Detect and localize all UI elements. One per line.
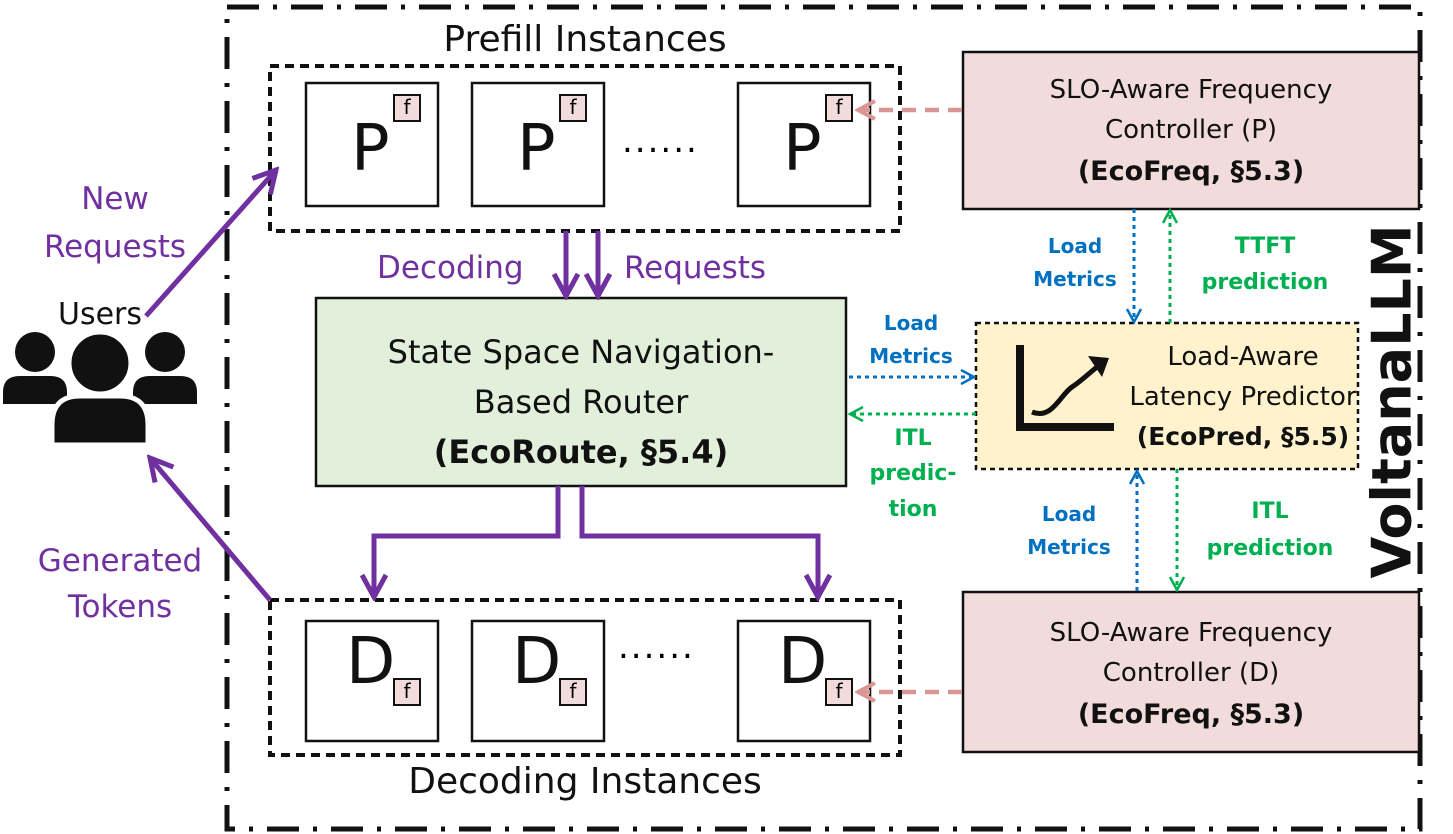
load-metrics-bottom-label: Metrics xyxy=(1027,535,1111,559)
ttft-prediction-label: TTFT xyxy=(1234,234,1296,259)
freq-tag-box xyxy=(393,678,421,706)
freq-controller-d-box xyxy=(961,590,1421,754)
predictor-box xyxy=(974,321,1360,471)
itl-router-label: predic- xyxy=(869,461,957,486)
decoding-instance-label: D xyxy=(346,625,396,699)
freq-tag: f xyxy=(403,95,411,119)
system-name-text: VoltanaLLM xyxy=(1360,224,1424,579)
router-ref: (EcoRoute, §5.4) xyxy=(433,433,729,471)
freq-tag: f xyxy=(569,679,577,703)
prefill-instance-label: P xyxy=(351,112,390,186)
prefill-ellipsis: ...... xyxy=(622,121,699,161)
freq-tag-box xyxy=(393,94,421,122)
rising-curve-chart-icon xyxy=(1016,345,1114,431)
decoding-requests-label: Decoding xyxy=(377,250,524,286)
predictor-ref: (EcoPred, §5.5) xyxy=(1136,422,1350,451)
itl-router-label: tion xyxy=(888,497,938,522)
itl-bottom-label: ITL xyxy=(1251,499,1289,524)
decoding-ellipsis: ...... xyxy=(618,627,695,667)
itl-router-label: ITL xyxy=(894,426,932,451)
freq-tag-box xyxy=(559,678,587,706)
system-boundary xyxy=(224,4,1423,832)
decoding-requests-label: Requests xyxy=(624,250,767,286)
load-metrics-router-label: Metrics xyxy=(869,344,953,368)
decoding-instance-label: D xyxy=(512,625,562,699)
itl-bottom-label: prediction xyxy=(1206,536,1334,561)
users-label: Users xyxy=(57,297,142,332)
users-group-icon xyxy=(3,329,197,448)
prefill-instance-label: P xyxy=(783,112,822,186)
freq-controller-d-ref: (EcoFreq, §5.3) xyxy=(1077,699,1305,730)
prefill-instances-title: Prefill Instances xyxy=(443,19,727,60)
freq-controller-p-ref: (EcoFreq, §5.3) xyxy=(1077,156,1305,187)
router-title-line2: Based Router xyxy=(473,383,689,421)
freq-tag: f xyxy=(569,95,577,119)
freq-controller-p-line1: SLO-Aware Frequency xyxy=(1049,75,1333,105)
router-title-line1: State Space Navigation- xyxy=(387,333,775,371)
new-requests-label: New xyxy=(81,181,149,217)
ttft-prediction-label: prediction xyxy=(1201,270,1329,295)
route-to-decoding-arrow xyxy=(579,486,818,597)
freq-controller-d-line2: Controller (D) xyxy=(1102,658,1280,688)
prefill-group-border xyxy=(268,64,902,233)
prefill-instance-label: P xyxy=(517,112,556,186)
decoding-instance-box xyxy=(736,619,872,743)
decoding-instance-label: D xyxy=(778,625,828,699)
decoding-instances-title: Decoding Instances xyxy=(408,761,762,802)
freq-controller-p-box xyxy=(961,50,1421,211)
route-to-decoding-arrow xyxy=(374,486,561,597)
load-metrics-top-label: Metrics xyxy=(1033,267,1117,291)
load-metrics-router-label: Load xyxy=(883,311,939,335)
load-metrics-top-label: Load xyxy=(1047,234,1103,258)
freq-tag-box xyxy=(559,94,587,122)
new-requests-arrow xyxy=(144,170,276,318)
generated-tokens-label: Generated xyxy=(37,543,203,579)
predictor-line1: Load-Aware xyxy=(1167,342,1319,372)
decoding-instance-box xyxy=(304,619,440,743)
generated-tokens-label: Tokens xyxy=(67,589,173,625)
freq-controller-d-line1: SLO-Aware Frequency xyxy=(1049,618,1333,648)
load-metrics-bottom-label: Load xyxy=(1041,502,1097,526)
freq-tag: f xyxy=(403,679,411,703)
decoding-group-border xyxy=(268,598,902,757)
new-requests-label: Requests xyxy=(43,229,187,265)
freq-tag: f xyxy=(835,679,843,703)
predictor-line2: Latency Predictor xyxy=(1129,382,1357,412)
generated-tokens-arrow xyxy=(150,458,272,602)
freq-tag-box xyxy=(825,678,853,706)
freq-tag-box xyxy=(825,94,853,122)
freq-tag: f xyxy=(835,95,843,119)
router-box xyxy=(314,296,848,488)
freq-controller-p-line2: Controller (P) xyxy=(1104,115,1278,145)
